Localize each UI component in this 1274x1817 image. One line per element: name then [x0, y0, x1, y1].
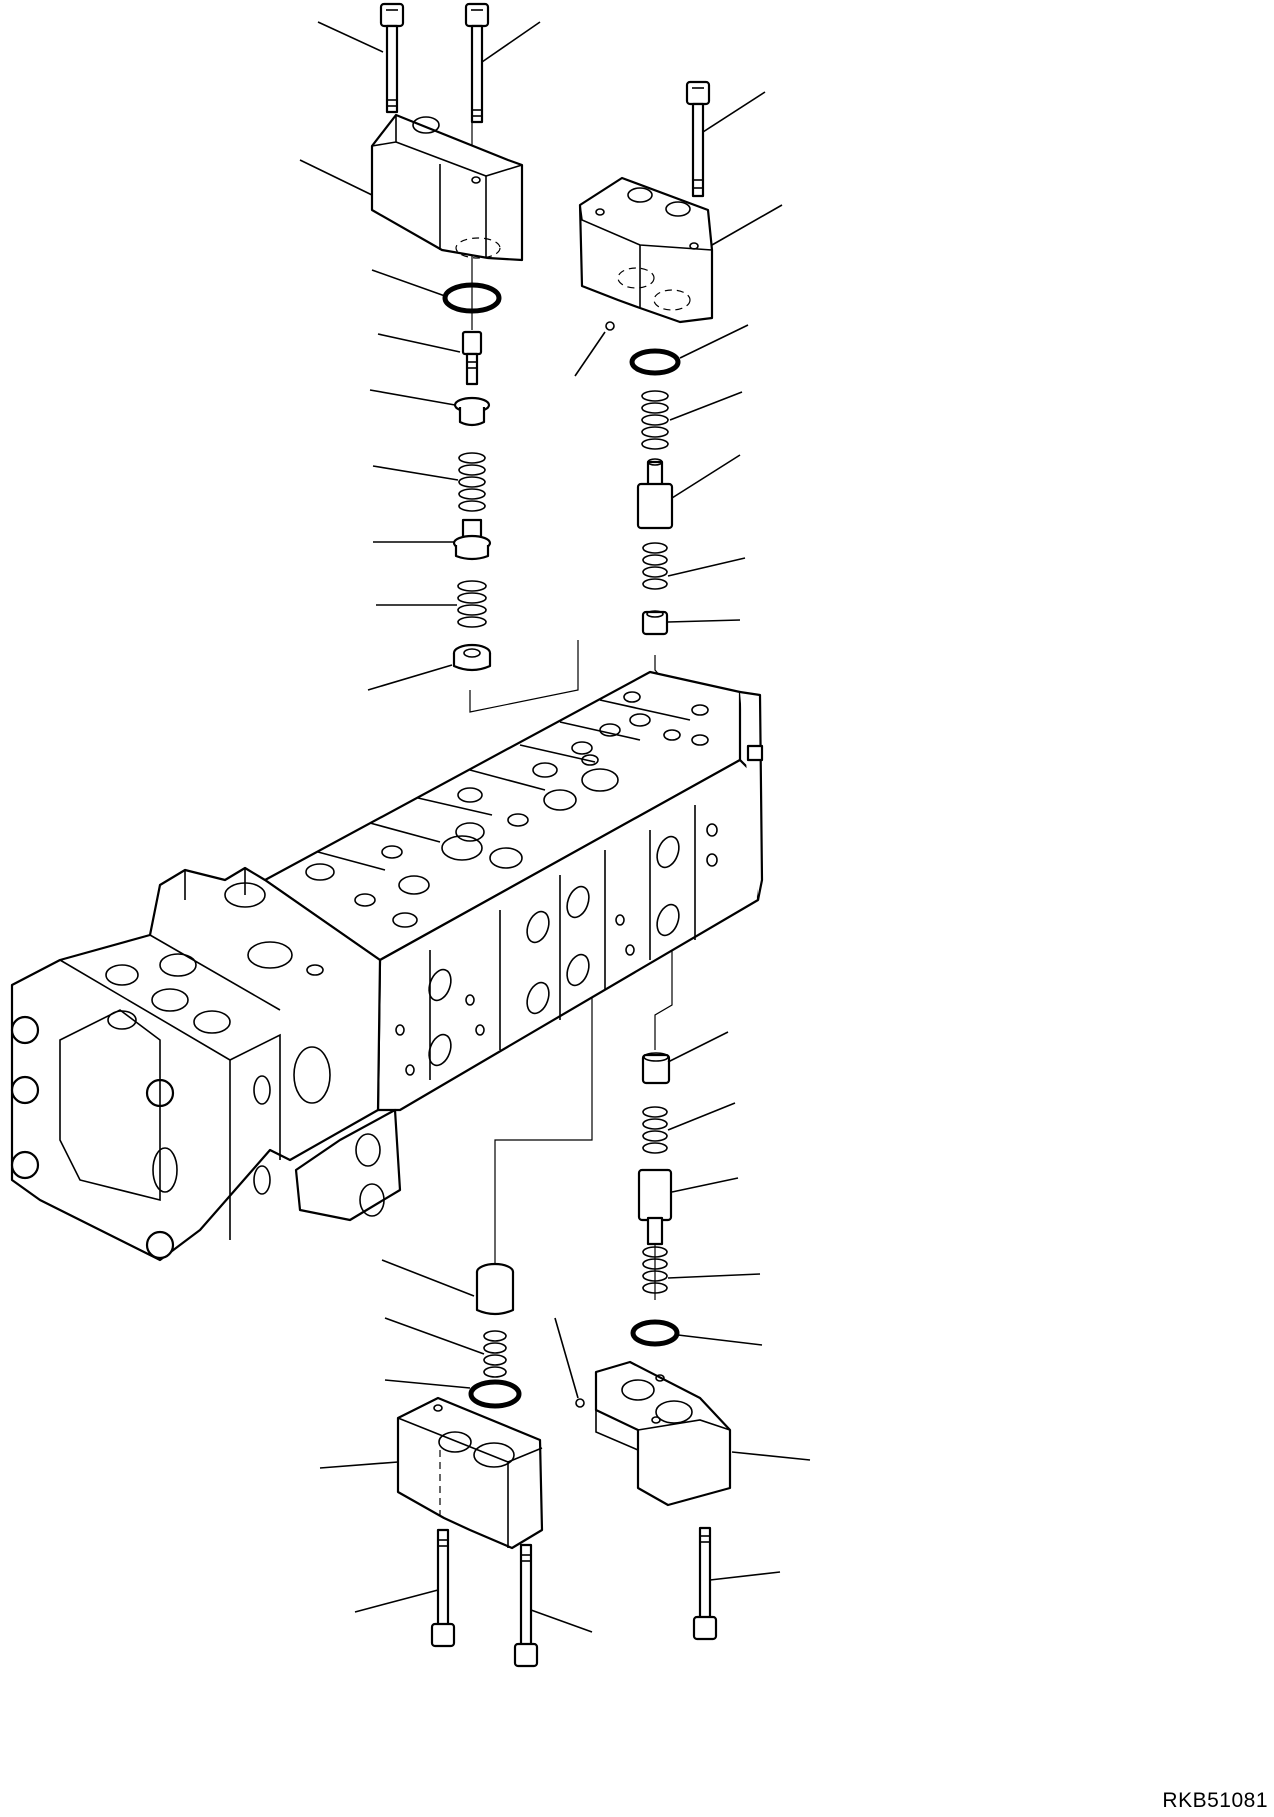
bolt-bottom-left-2: [513, 1543, 539, 1668]
leader-line: [669, 391, 743, 421]
ball-bottom-right: [575, 1398, 585, 1408]
plug-top-left: [461, 330, 483, 386]
piston-bottom-right: [637, 1168, 673, 1246]
cover-block-bottom-left: [396, 1396, 544, 1550]
seat-bottom-right: [641, 1052, 671, 1085]
o-ring-bottom-left: [468, 1379, 522, 1409]
leader-line: [709, 1571, 781, 1581]
bolt-top-left-1: [379, 2, 405, 114]
leader-line: [667, 1273, 761, 1279]
bolt-bottom-right: [692, 1526, 718, 1641]
bolt-bottom-left-1: [430, 1528, 456, 1648]
leader-line: [667, 1031, 729, 1063]
spring-bottom-right-2: [642, 1246, 668, 1294]
o-ring-top-left: [442, 282, 502, 314]
bolt-top-right: [685, 80, 711, 198]
spring-top-left-1: [458, 452, 486, 512]
leader-line: [667, 557, 746, 577]
ball-top-right: [605, 321, 615, 331]
leader-line: [702, 91, 766, 133]
leader-line: [381, 1259, 475, 1297]
cover-block-top-right: [578, 176, 714, 324]
leader-line: [554, 1317, 579, 1399]
leader-line: [530, 1609, 593, 1633]
leader-line: [354, 1589, 439, 1613]
leader-line: [671, 454, 741, 499]
washer-top-left: [452, 643, 492, 672]
leader-line: [679, 324, 749, 359]
leader-line: [317, 21, 384, 53]
leader-line: [667, 619, 741, 623]
leader-line: [574, 331, 606, 377]
leader-line: [671, 1177, 739, 1193]
leader-line: [731, 1451, 811, 1461]
leader-line: [711, 204, 783, 246]
leader-line: [372, 465, 459, 481]
o-ring-top-right: [629, 348, 681, 376]
sleeve-bottom-left: [475, 1262, 515, 1316]
spring-bottom-left: [483, 1330, 507, 1378]
leader-line: [367, 664, 453, 691]
leader-line: [299, 159, 373, 196]
leader-line: [371, 269, 446, 297]
bolt-top-left-2: [464, 2, 490, 124]
leader-line: [369, 389, 456, 406]
leader-line: [319, 1461, 399, 1469]
o-ring-bottom-right: [630, 1319, 680, 1347]
spring-top-right-2: [642, 542, 668, 590]
leader-line: [384, 1379, 471, 1389]
leader-line: [481, 21, 541, 63]
spring-top-left-2: [457, 580, 487, 628]
spring-top-right-1: [641, 390, 669, 450]
spring-bottom-right-1: [642, 1106, 668, 1154]
seat-top-right: [641, 610, 669, 636]
cover-block-top-left: [370, 113, 524, 262]
drawing-code: RKB51081: [1162, 1789, 1268, 1812]
end-housing-left: [10, 866, 402, 1262]
poppet-top-left: [452, 518, 492, 561]
cover-block-bottom-right: [594, 1360, 732, 1507]
leader-line: [384, 1317, 485, 1355]
main-valve-body: [263, 670, 764, 1112]
leader-line: [677, 1334, 763, 1346]
seat-top-left: [453, 396, 491, 427]
piston-top-right: [636, 458, 674, 530]
leader-line: [377, 333, 461, 353]
leader-line: [667, 1102, 736, 1131]
